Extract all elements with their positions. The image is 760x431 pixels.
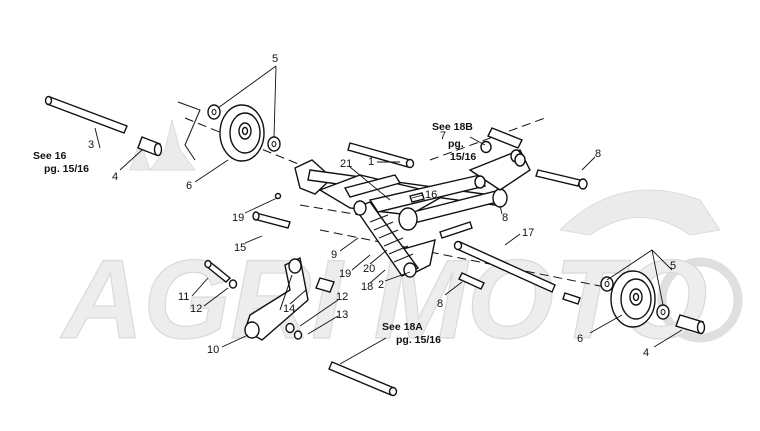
bolt-8-mid	[439, 221, 473, 239]
reference-see-18a: See 18A pg. 15/16	[382, 321, 441, 346]
callout-8-top: 8	[595, 148, 601, 160]
see18b-line3: 15/16	[450, 151, 476, 163]
watermark-text: AGRI MOTO	[59, 237, 707, 362]
callout-labels: 5 3 4 6 21 1 16 7 8 8 19 15 9 19 20 18 2…	[88, 53, 676, 359]
see18a-line2: pg. 15/16	[396, 334, 441, 346]
callout-8-mid: 8	[502, 212, 508, 224]
callout-8-lower: 8	[437, 298, 443, 310]
lower-shaft	[328, 361, 398, 397]
see18b-line2: pg.	[448, 138, 464, 150]
shock-absorber	[353, 200, 420, 278]
callout-4-upper: 4	[112, 171, 118, 183]
reference-see-18b: See 18B pg. 15/16	[432, 121, 476, 163]
cross-shaft-1	[347, 142, 415, 169]
callout-16: 16	[425, 189, 437, 201]
callout-17: 17	[522, 227, 534, 239]
callout-5-lower: 5	[670, 260, 676, 272]
washer-12-left	[228, 279, 238, 289]
see18b-line1: See 18B	[432, 121, 473, 133]
upper-axle-shaft	[44, 95, 128, 134]
callout-6-lower: 6	[577, 333, 583, 345]
bolt-8-lower	[458, 272, 581, 305]
see16-line2: pg. 15/16	[44, 163, 89, 175]
callout-12-right: 12	[336, 291, 348, 303]
callout-21: 21	[340, 158, 352, 170]
bolt-8-top	[535, 169, 588, 190]
bolt-11	[204, 259, 232, 283]
callout-19-lower: 19	[339, 268, 351, 280]
pin-14	[315, 277, 335, 293]
callout-1: 1	[368, 156, 374, 168]
callout-3: 3	[88, 139, 94, 151]
upper-washers	[207, 104, 281, 152]
callout-6-upper: 6	[186, 180, 192, 192]
callout-14: 14	[283, 303, 295, 315]
rear-arm-frame	[294, 149, 531, 231]
lower-idler-wheel	[610, 270, 656, 328]
callout-18: 18	[361, 281, 373, 293]
reference-see-16: See 16 pg. 15/16	[33, 150, 89, 175]
upper-idler-wheel	[177, 101, 265, 162]
axle-spacer	[137, 136, 163, 157]
callout-9: 9	[331, 249, 337, 261]
callout-13: 13	[336, 309, 348, 321]
see18a-line1: See 18A	[382, 321, 423, 333]
callout-19-upper: 19	[232, 212, 244, 224]
bolt-15	[252, 211, 291, 229]
callout-4-lower: 4	[643, 347, 649, 359]
callout-10: 10	[207, 344, 219, 356]
watermark-logo: AGRI MOTO	[59, 119, 743, 363]
long-shaft-17	[453, 240, 556, 293]
callout-12-left: 12	[190, 303, 202, 315]
pin-7	[480, 127, 526, 167]
nut-13	[293, 330, 303, 340]
washer-12	[285, 322, 295, 334]
callout-2: 2	[378, 279, 384, 291]
callout-20: 20	[363, 263, 375, 275]
see16-line1: See 16	[33, 150, 66, 162]
leader-lines	[94, 65, 683, 365]
link-arm-10	[244, 256, 309, 341]
lower-washers	[600, 276, 670, 320]
callout-5-upper: 5	[272, 53, 278, 65]
callout-15: 15	[234, 242, 246, 254]
callout-11: 11	[178, 291, 189, 303]
lower-spacer	[675, 314, 706, 335]
screw-19	[274, 192, 282, 200]
callout-7: 7	[440, 130, 446, 142]
